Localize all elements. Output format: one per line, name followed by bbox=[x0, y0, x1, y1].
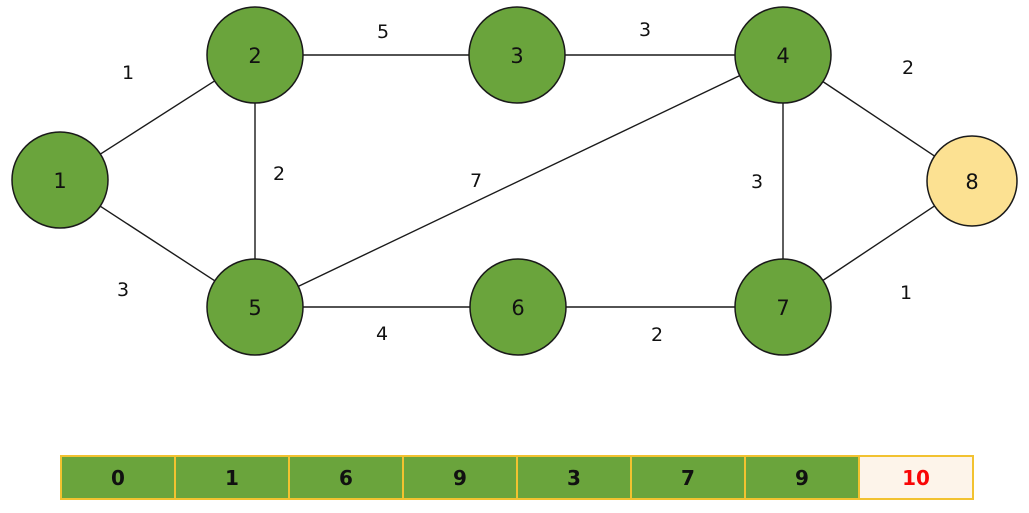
graph-edge-4-8 bbox=[822, 81, 935, 157]
distance-cell-5[interactable]: 7 bbox=[631, 456, 745, 499]
edge-weight-6-7: 2 bbox=[651, 324, 663, 346]
node-label-8: 8 bbox=[965, 170, 978, 194]
edge-weight-4-7: 3 bbox=[751, 171, 763, 193]
graph-edge-7-8 bbox=[822, 205, 935, 281]
distance-cell-2[interactable]: 6 bbox=[289, 456, 403, 499]
graph-edge-1-2 bbox=[100, 80, 215, 155]
node-circle-4[interactable] bbox=[734, 6, 832, 104]
graph-node-3[interactable]: 3 bbox=[468, 6, 566, 104]
node-label-3: 3 bbox=[510, 44, 523, 68]
node-label-1: 1 bbox=[53, 169, 66, 193]
distance-cell-6[interactable]: 9 bbox=[745, 456, 859, 499]
distance-cell-4[interactable]: 3 bbox=[517, 456, 631, 499]
node-circle-1[interactable] bbox=[11, 131, 109, 229]
graph-node-7[interactable]: 7 bbox=[734, 258, 832, 356]
graph-node-5[interactable]: 5 bbox=[206, 258, 304, 356]
edge-labels-layer: 1 3 5 2 3 7 3 2 4 2 1 bbox=[117, 19, 914, 346]
edge-weight-5-6: 4 bbox=[376, 323, 388, 345]
nodes-layer: 1 2 3 4 5 6 7 8 bbox=[11, 6, 1018, 356]
edge-weight-2-3: 5 bbox=[377, 21, 389, 43]
edge-weight-1-5: 3 bbox=[117, 279, 129, 301]
edge-weight-3-4: 3 bbox=[639, 19, 651, 41]
node-circle-6[interactable] bbox=[469, 258, 567, 356]
edge-weight-1-2: 1 bbox=[122, 62, 134, 84]
node-label-5: 5 bbox=[248, 296, 261, 320]
distance-cell-7[interactable]: 10 bbox=[859, 456, 973, 499]
graph-edge-5-4 bbox=[298, 75, 740, 287]
node-circle-2[interactable] bbox=[206, 6, 304, 104]
edges-layer bbox=[99, 54, 935, 308]
node-label-6: 6 bbox=[511, 296, 524, 320]
edge-weight-4-8: 2 bbox=[902, 57, 914, 79]
edge-weight-2-5: 2 bbox=[273, 163, 285, 185]
graph-node-2[interactable]: 2 bbox=[206, 6, 304, 104]
edge-weight-7-8: 1 bbox=[900, 282, 912, 304]
distance-cell-1[interactable]: 1 bbox=[175, 456, 289, 499]
node-label-4: 4 bbox=[776, 44, 789, 68]
graph-node-6[interactable]: 6 bbox=[469, 258, 567, 356]
graph-edge-1-5 bbox=[99, 205, 216, 282]
distance-cell-0[interactable]: 0 bbox=[61, 456, 175, 499]
node-circle-7[interactable] bbox=[734, 258, 832, 356]
node-label-7: 7 bbox=[776, 296, 789, 320]
distance-cell-3[interactable]: 9 bbox=[403, 456, 517, 499]
graph-node-8[interactable]: 8 bbox=[926, 135, 1018, 227]
graph-node-1[interactable]: 1 bbox=[11, 131, 109, 229]
node-circle-8[interactable] bbox=[926, 135, 1018, 227]
node-circle-5[interactable] bbox=[206, 258, 304, 356]
node-circle-3[interactable] bbox=[468, 6, 566, 104]
node-label-2: 2 bbox=[248, 44, 261, 68]
edge-weight-5-4: 7 bbox=[470, 170, 482, 192]
graph-node-4[interactable]: 4 bbox=[734, 6, 832, 104]
